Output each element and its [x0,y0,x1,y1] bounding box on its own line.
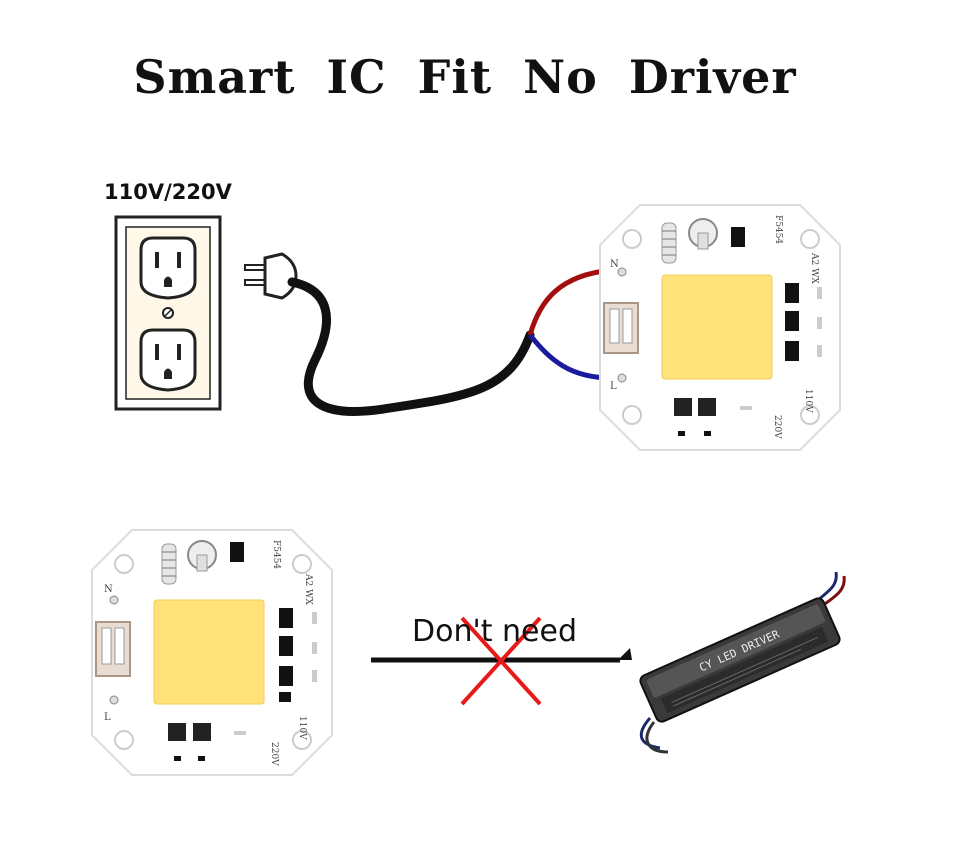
v220-label: 220V [772,415,782,439]
arrow-line [371,648,632,663]
model-label: F5454 [773,215,783,244]
model-label: F5454 [271,540,281,569]
v110-label: 110V [297,716,307,740]
red-cross-icon [460,616,542,706]
live-wire [527,267,613,336]
v220-label: 220V [269,742,279,766]
dont-need-label: Don't need [412,614,577,649]
terminal-l-label: L [104,712,111,723]
voltage-label: 110V/220V [104,180,232,204]
terminal-n-label: N [104,584,113,595]
v110-label: 110V [803,389,813,413]
power-plug-icon [244,252,298,300]
page-title: Smart IC Fit No Driver [133,50,797,104]
led-driver-box: CY LED DRIVER [639,571,846,754]
cob-led-module-top: N L F5454 A2 WX 110V 220V [599,204,841,451]
power-cable [287,277,535,416]
code-label: A2 WX [303,573,313,605]
cob-led-module-bottom: N L F5454 A2 WX 110V 220V [91,529,333,776]
terminal-l-label: L [610,381,617,392]
code-label: A2 WX [809,252,819,284]
terminal-n-label: N [610,259,619,270]
wall-outlet-icon [114,215,222,411]
